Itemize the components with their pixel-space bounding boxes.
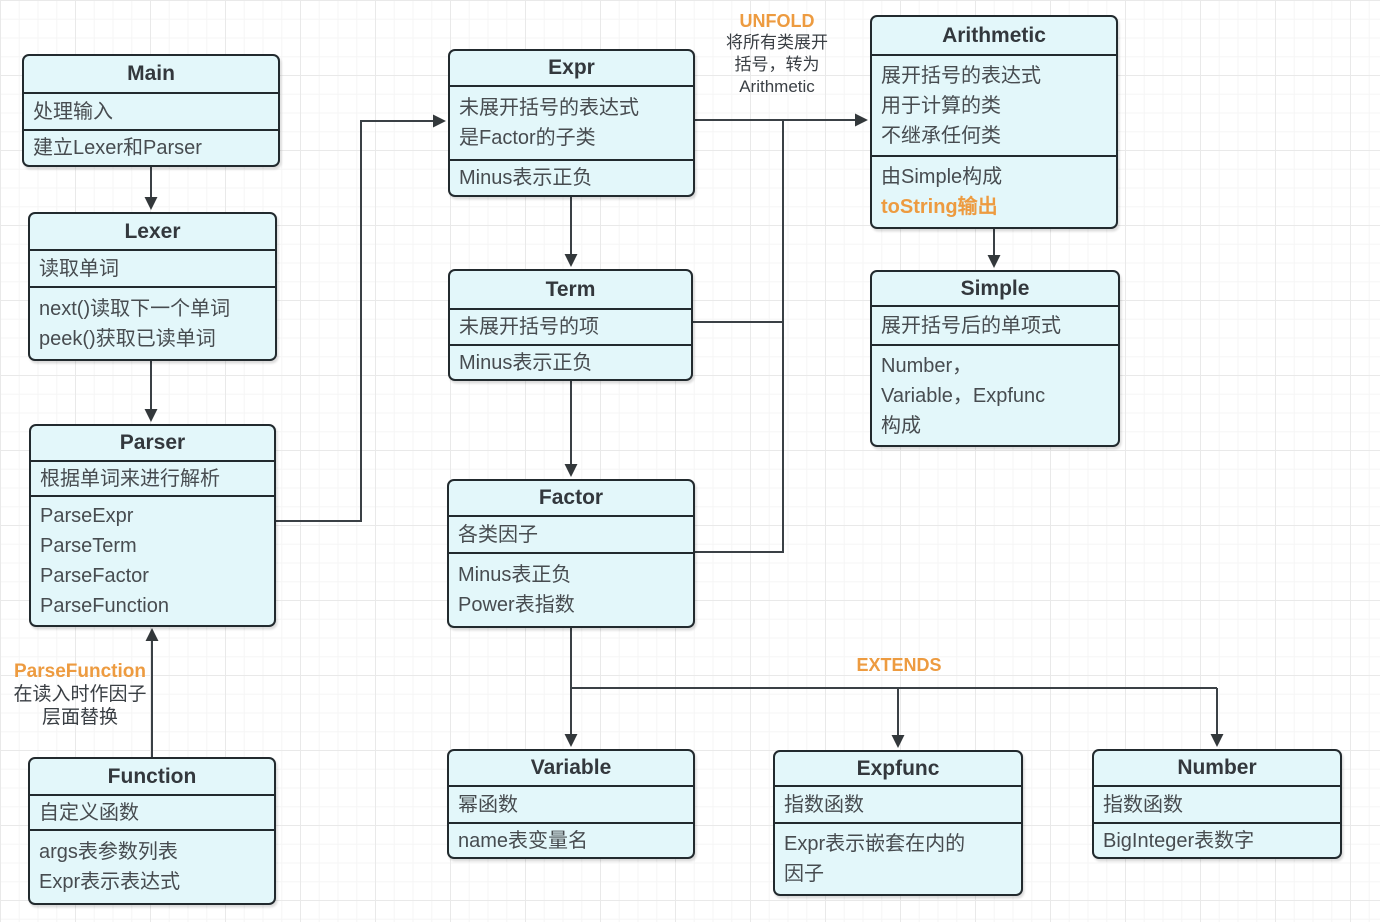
text-line: Minus表示正负 xyxy=(459,167,593,189)
node-variable-row2: name表变量名 xyxy=(449,822,693,857)
node-expr: Expr 未展开括号的表达式 是Factor的子类 Minus表示正负 xyxy=(448,49,695,197)
node-arithmetic-title: Arithmetic xyxy=(942,23,1046,47)
text-line: 指数函数 xyxy=(1103,793,1183,816)
node-function-title: Function xyxy=(107,764,197,788)
tostring-highlight: toString输出 xyxy=(881,196,998,218)
node-simple-title: Simple xyxy=(960,276,1030,300)
node-arithmetic-row1: 展开括号的表达式 用于计算的类 不继承任何类 xyxy=(872,54,1116,155)
text-line: args表参数列表 xyxy=(39,841,178,863)
text-line: peek()获取已读单词 xyxy=(39,327,216,350)
edge-parser-to-expr xyxy=(276,114,446,522)
text-line: 由Simple构成 xyxy=(881,166,1003,188)
node-factor-row2: Minus表正负 Power表指数 xyxy=(449,552,693,626)
node-arithmetic: Arithmetic 展开括号的表达式 用于计算的类 不继承任何类 由Simpl… xyxy=(870,15,1118,229)
text-line: 展开括号后的单项式 xyxy=(881,314,1061,337)
text-line: Number， xyxy=(881,354,973,377)
text-line: 层面替换 xyxy=(41,707,118,728)
parse-function-label: ParseFunction xyxy=(14,661,146,682)
node-main: Main 处理输入 建立Lexer和Parser xyxy=(22,54,280,167)
node-term: Term 未展开括号的项 Minus表示正负 xyxy=(448,269,693,381)
node-lexer-title: Lexer xyxy=(124,219,181,243)
node-expr-title: Expr xyxy=(548,56,595,79)
node-expfunc-title: Expfunc xyxy=(856,756,940,780)
text-line: 幂函数 xyxy=(458,793,518,816)
text-line: 各类因子 xyxy=(458,523,538,546)
node-function-row2: args表参数列表 Expr表示表达式 xyxy=(30,829,274,903)
text-line: ParseExpr xyxy=(40,505,134,527)
text-line: ParseTerm xyxy=(40,535,137,557)
node-main-title: Main xyxy=(127,62,175,85)
text-line: 展开括号的表达式 xyxy=(881,64,1041,87)
node-variable-row1: 幂函数 xyxy=(449,785,693,822)
node-number-row1: 指数函数 xyxy=(1094,785,1340,822)
node-parser-title: Parser xyxy=(119,431,186,454)
node-term-row2: Minus表示正负 xyxy=(450,344,691,379)
extends-label: EXTENDS xyxy=(856,655,942,675)
text-line: 不继承任何类 xyxy=(881,124,1001,147)
text-line: next()读取下一个单词 xyxy=(39,297,231,320)
node-arithmetic-row2: 由Simple构成 toString输出 xyxy=(872,155,1116,227)
text-line: Variable，Expfunc xyxy=(881,384,1046,407)
node-lexer: Lexer 读取单词 next()读取下一个单词 peek()获取已读单词 xyxy=(28,212,277,361)
node-variable-title: Variable xyxy=(530,756,612,779)
node-number-title: Number xyxy=(1177,756,1257,779)
annotation-unfold: UNFOLD 将所有类展开 括号，转为 Arithmetic xyxy=(698,10,856,98)
node-simple: Simple 展开括号后的单项式 Number， Variable，Expfun… xyxy=(870,270,1120,447)
text-line: 处理输入 xyxy=(33,100,113,123)
text-line: name表变量名 xyxy=(458,829,589,852)
text-line: Minus表正负 xyxy=(458,564,572,586)
text-line: Power表指数 xyxy=(458,594,575,616)
node-term-row1: 未展开括号的项 xyxy=(450,308,691,344)
text-line: 是Factor的子类 xyxy=(459,127,596,149)
node-parser-row1: 根据单词来进行解析 xyxy=(31,460,274,495)
node-expfunc-row2: Expr表示嵌套在内的 因子 xyxy=(775,822,1021,894)
text-line: 自定义函数 xyxy=(39,801,139,824)
text-line: BigInteger表数字 xyxy=(1103,829,1255,852)
node-main-row1: 处理输入 xyxy=(24,92,278,129)
node-expr-row1: 未展开括号的表达式 是Factor的子类 xyxy=(450,85,693,159)
text-line: 建立Lexer和Parser xyxy=(33,137,202,159)
text-line: 读取单词 xyxy=(39,257,119,280)
node-parser-row2: ParseExpr ParseTerm ParseFactor ParseFun… xyxy=(31,495,274,625)
node-number: Number 指数函数 BigInteger表数字 xyxy=(1092,749,1342,859)
annotation-extends: EXTENDS xyxy=(848,654,950,676)
text-line: 因子 xyxy=(784,863,824,885)
text-line: Arithmetic xyxy=(739,77,815,96)
text-line: 括号，转为 xyxy=(734,55,820,74)
node-parser: Parser 根据单词来进行解析 ParseExpr ParseTerm Par… xyxy=(29,424,276,627)
node-function: Function 自定义函数 args表参数列表 Expr表示表达式 xyxy=(28,757,276,905)
text-line: ParseFactor xyxy=(40,565,149,587)
node-lexer-row2: next()读取下一个单词 peek()获取已读单词 xyxy=(30,286,275,359)
node-function-row1: 自定义函数 xyxy=(30,794,274,829)
annotation-parse-function: ParseFunction 在读入时作因子 层面替换 xyxy=(6,660,154,729)
text-line: 用于计算的类 xyxy=(881,94,1001,117)
node-number-row2: BigInteger表数字 xyxy=(1094,822,1340,857)
text-line: 将所有类展开 xyxy=(726,33,828,52)
text-line: 在读入时作因子 xyxy=(13,684,147,705)
node-lexer-row1: 读取单词 xyxy=(30,249,275,286)
node-expfunc-row1: 指数函数 xyxy=(775,785,1021,822)
text-line: Expr表示表达式 xyxy=(39,871,181,893)
text-line: 指数函数 xyxy=(784,793,864,816)
text-line: Expr表示嵌套在内的 xyxy=(784,833,966,855)
node-term-title: Term xyxy=(545,277,596,301)
node-expfunc: Expfunc 指数函数 Expr表示嵌套在内的 因子 xyxy=(773,750,1023,896)
unfold-label: UNFOLD xyxy=(739,11,815,31)
node-factor-title: Factor xyxy=(538,486,604,509)
node-simple-row2: Number， Variable，Expfunc 构成 xyxy=(872,344,1118,445)
text-line: 构成 xyxy=(881,414,921,437)
node-expr-row2: Minus表示正负 xyxy=(450,159,693,195)
node-simple-row1: 展开括号后的单项式 xyxy=(872,305,1118,344)
text-line: 根据单词来进行解析 xyxy=(40,467,220,490)
node-factor-row1: 各类因子 xyxy=(449,515,693,552)
text-line: 未展开括号的表达式 xyxy=(459,97,639,119)
text-line: Minus表示正负 xyxy=(459,351,593,374)
node-variable: Variable 幂函数 name表变量名 xyxy=(447,749,695,859)
text-line: 未展开括号的项 xyxy=(459,316,599,338)
text-line: ParseFunction xyxy=(40,595,169,617)
node-factor: Factor 各类因子 Minus表正负 Power表指数 xyxy=(447,479,695,628)
node-main-row2: 建立Lexer和Parser xyxy=(24,129,278,165)
